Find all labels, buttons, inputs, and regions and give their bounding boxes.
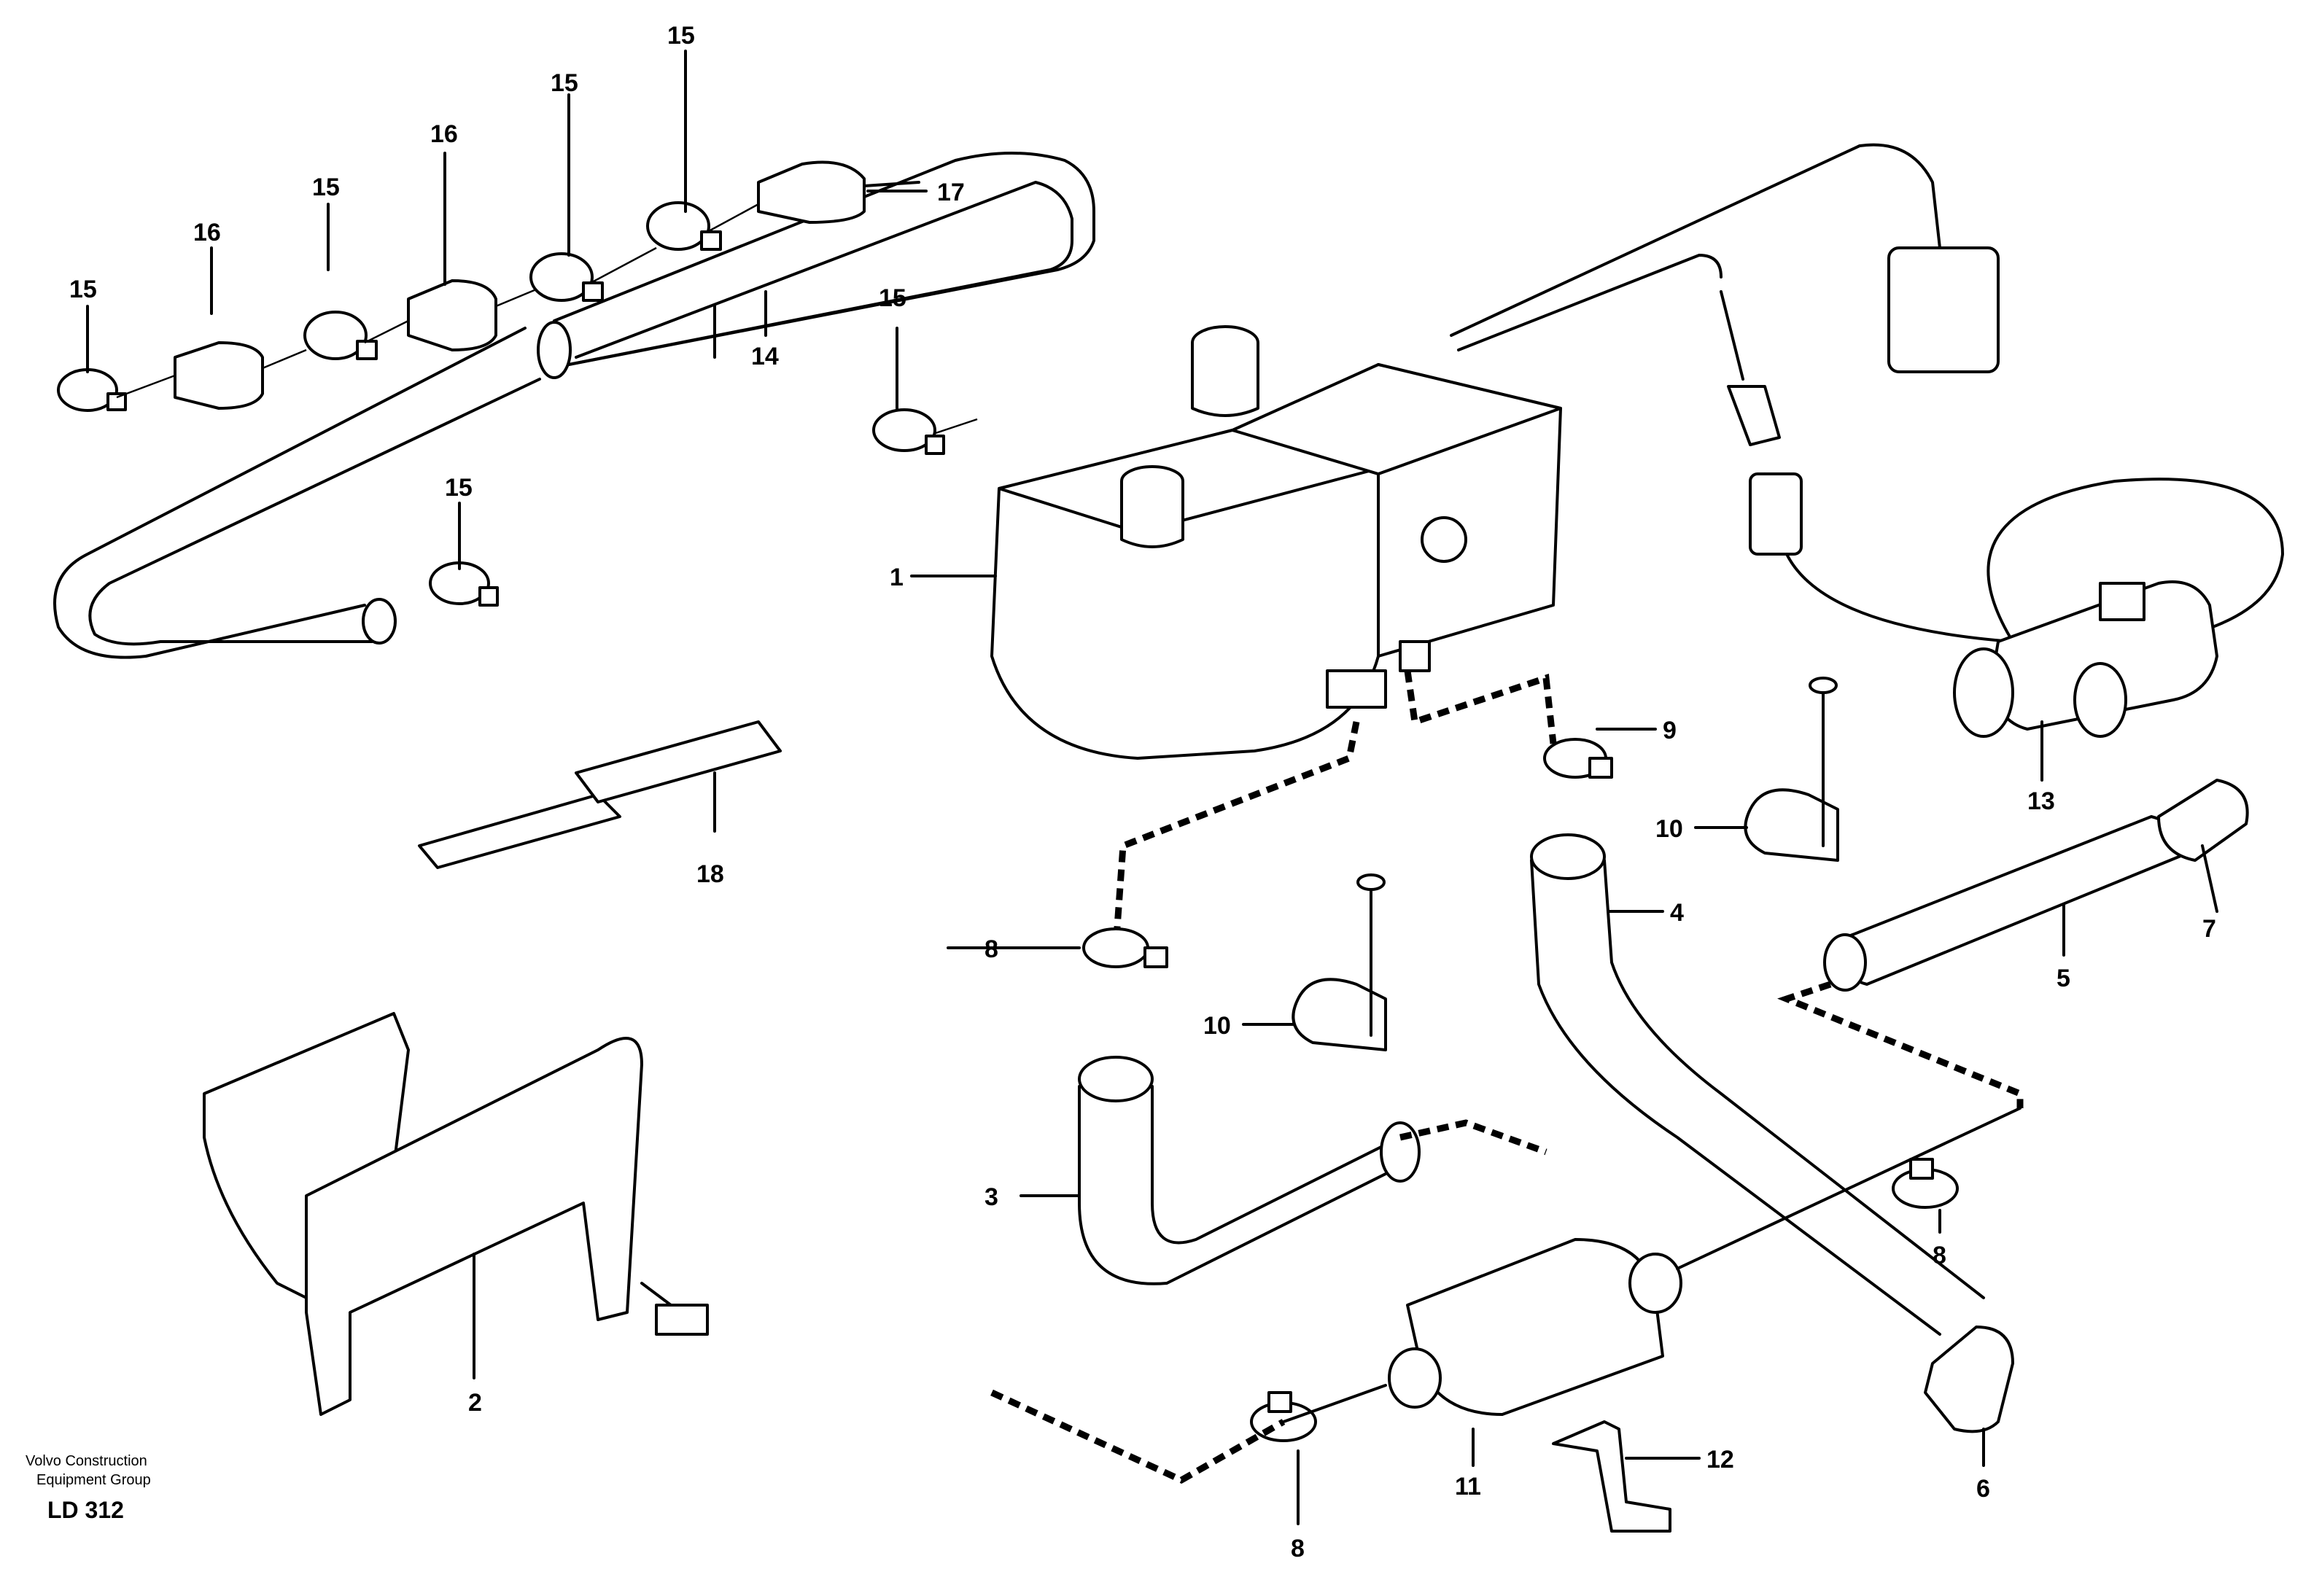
label-15-b: 15 [312, 174, 340, 201]
label-8-top: 8 [984, 935, 998, 963]
label-15-a: 15 [69, 276, 97, 303]
label-7: 7 [2202, 915, 2216, 943]
flex-hose-4 [1404, 670, 1985, 1336]
label-8-right: 8 [1933, 1242, 1946, 1269]
diagram-code: LD 312 [47, 1497, 124, 1523]
label-16-b: 16 [430, 120, 458, 148]
pipe-5 [1777, 779, 2249, 1108]
label-3: 3 [984, 1183, 998, 1211]
label-14: 14 [751, 343, 779, 370]
label-12: 12 [1706, 1446, 1734, 1474]
company-line-2: Equipment Group [36, 1472, 151, 1488]
label-10-right: 10 [1655, 815, 1683, 843]
label-11: 11 [1455, 1473, 1481, 1500]
label-9: 9 [1663, 717, 1677, 744]
label-5: 5 [2057, 965, 2070, 992]
label-15-e: 15 [879, 284, 906, 312]
label-13: 13 [2027, 787, 2055, 815]
footer-block: Volvo Construction Equipment Group LD 31… [26, 1453, 151, 1523]
label-15-f: 15 [445, 474, 473, 502]
label-2: 2 [468, 1389, 482, 1417]
bracket-2 [203, 1012, 709, 1416]
exhaust-hose-3 [1078, 721, 1547, 1285]
label-15-d: 15 [667, 22, 695, 50]
label-16-a: 16 [193, 219, 221, 246]
heater-unit-1 [990, 325, 1562, 760]
sleeve-6 [1924, 1326, 2014, 1433]
coolant-hose-14 [53, 152, 1095, 659]
part-labels: 1 2 3 4 5 6 7 8 8 8 9 10 10 11 12 13 14 … [69, 22, 2216, 1562]
cable-clips-10 [1292, 677, 1839, 1051]
label-1: 1 [890, 564, 904, 591]
company-line-1: Volvo Construction [26, 1453, 147, 1469]
label-15-c: 15 [551, 69, 578, 97]
label-6: 6 [1976, 1475, 1990, 1503]
wiring-harness [1450, 143, 2014, 643]
label-4: 4 [1670, 899, 1684, 927]
label-18: 18 [696, 860, 724, 888]
label-10-left: 10 [1203, 1012, 1231, 1040]
silencer-11 [990, 1107, 2022, 1484]
leader-lines [86, 50, 2218, 1525]
mounting-plates-18 [418, 720, 782, 869]
support-bracket-12 [1552, 1420, 1671, 1533]
circulation-pump-13 [1953, 478, 2284, 738]
label-17: 17 [937, 179, 965, 206]
label-8-bottom: 8 [1291, 1535, 1305, 1562]
